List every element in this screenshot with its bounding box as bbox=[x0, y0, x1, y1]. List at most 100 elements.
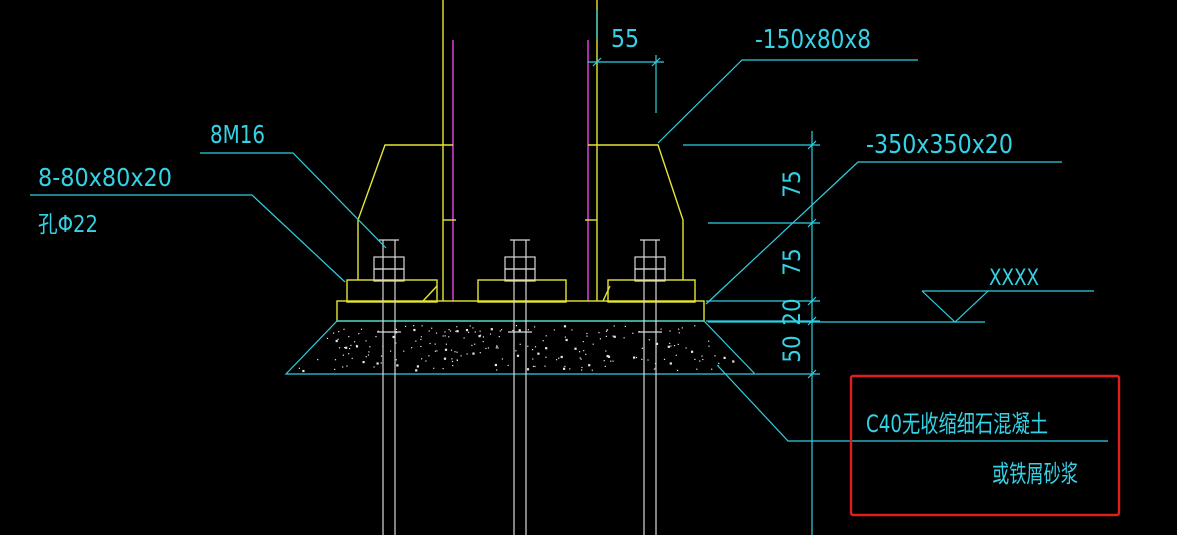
grout-speckle bbox=[501, 329, 503, 331]
grout-note-line1: C40无收缩细石混凝土 bbox=[866, 410, 1048, 438]
grout-note-line2: 或铁屑砂浆 bbox=[992, 460, 1078, 488]
grout-speckle bbox=[454, 351, 456, 353]
grout-speckle bbox=[606, 329, 608, 331]
grout-speckle bbox=[717, 364, 719, 367]
grout-speckle bbox=[610, 360, 612, 362]
grout-speckle bbox=[648, 339, 650, 341]
grout-speckle bbox=[442, 335, 444, 337]
grout-speckle bbox=[605, 350, 607, 352]
grout-speckle bbox=[451, 358, 453, 360]
grout-speckle bbox=[482, 336, 484, 338]
anchor-bolts bbox=[373, 239, 666, 535]
grout-speckle bbox=[512, 329, 514, 332]
grout-speckle bbox=[450, 349, 453, 351]
anchor-bolt-middle bbox=[504, 239, 536, 535]
grout-speckle bbox=[563, 325, 567, 328]
grout-speckle bbox=[612, 335, 614, 337]
grout-speckle bbox=[350, 344, 352, 346]
elevation-marker: XXXX bbox=[708, 266, 1094, 323]
grout-speckle bbox=[553, 329, 555, 331]
grout-speckle bbox=[463, 337, 465, 339]
grout-speckle bbox=[355, 344, 358, 347]
grout-layer bbox=[284, 320, 757, 375]
grout-speckle bbox=[598, 332, 600, 334]
grout-speckle bbox=[434, 343, 436, 345]
grout-speckle bbox=[507, 364, 509, 366]
vertical-dimensions: 75 75 20 50 bbox=[683, 131, 820, 535]
grout-speckle bbox=[612, 360, 614, 362]
grout-speckle bbox=[344, 347, 346, 349]
grout-speckle bbox=[433, 367, 435, 369]
grout-speckle bbox=[556, 359, 558, 361]
elevation-label: XXXX bbox=[989, 266, 1039, 291]
grout-speckle bbox=[604, 365, 606, 367]
grout-speckle bbox=[534, 365, 536, 368]
grout-speckle bbox=[586, 335, 588, 337]
grout-speckle bbox=[641, 358, 643, 360]
grout-speckle bbox=[653, 368, 655, 370]
grout-speckle bbox=[527, 345, 529, 347]
grout-speckle bbox=[403, 350, 405, 352]
grout-speckle bbox=[335, 339, 338, 343]
grout-speckle bbox=[373, 366, 375, 368]
grout-speckle bbox=[515, 350, 517, 352]
base-plate-label: -350x350x20 bbox=[866, 130, 1013, 160]
grout-speckle bbox=[472, 327, 474, 329]
grout-speckle bbox=[368, 351, 370, 353]
grout-speckle bbox=[732, 360, 735, 363]
leader-bolts: 8M16 bbox=[200, 120, 387, 249]
grout-speckle bbox=[499, 330, 501, 332]
grout-speckle bbox=[526, 368, 530, 371]
grout-speckle bbox=[354, 341, 356, 343]
grout-speckle bbox=[564, 336, 566, 338]
grout-speckle bbox=[678, 332, 680, 334]
grout-speckle bbox=[444, 348, 448, 351]
grout-speckle bbox=[485, 347, 487, 350]
grout-speckle bbox=[678, 328, 680, 330]
grout-speckle bbox=[581, 366, 583, 369]
grout-speckle bbox=[496, 369, 498, 371]
grout-speckle bbox=[723, 356, 726, 359]
grout-speckle bbox=[349, 348, 351, 350]
grout-speckle bbox=[696, 368, 698, 370]
grout-speckle bbox=[376, 362, 379, 365]
grout-speckle bbox=[655, 342, 659, 345]
grout-speckle bbox=[404, 325, 407, 327]
grout-speckle bbox=[515, 325, 517, 327]
grout-speckle bbox=[421, 358, 423, 360]
grout-speckle bbox=[545, 335, 547, 337]
grout-speckle bbox=[338, 347, 341, 349]
grout-speckle bbox=[624, 325, 626, 327]
grout-speckle bbox=[342, 354, 344, 356]
grout-speckle bbox=[358, 333, 360, 335]
grout-speckle bbox=[673, 345, 676, 347]
grout-speckle bbox=[456, 351, 458, 353]
column-flanges bbox=[442, 0, 598, 301]
grout-speckle bbox=[667, 345, 670, 348]
grout-speckle bbox=[670, 345, 672, 347]
leader-base-plate: -350x350x20 bbox=[705, 130, 1062, 305]
grout-speckle bbox=[342, 366, 344, 368]
grout-speckle bbox=[647, 359, 649, 361]
grout-speckle bbox=[456, 359, 458, 361]
grout-speckle bbox=[415, 369, 418, 372]
grout-speckle bbox=[365, 340, 367, 342]
grout-speckle bbox=[606, 355, 609, 358]
grout-speckle bbox=[360, 328, 363, 330]
grout-speckle bbox=[681, 327, 683, 329]
grout-speckle bbox=[445, 343, 447, 345]
grout-speckle bbox=[420, 336, 422, 338]
grout-speckle bbox=[613, 335, 616, 338]
grout-speckle bbox=[718, 362, 720, 364]
grout-speckle bbox=[420, 338, 422, 341]
grout-speckle bbox=[469, 325, 471, 327]
grout-speckle bbox=[456, 330, 459, 333]
grout-speckle bbox=[583, 350, 585, 352]
grout-speckle bbox=[669, 362, 672, 365]
dimension-75-top: 75 bbox=[778, 170, 806, 197]
grout-speckle bbox=[560, 355, 563, 359]
hole-label: 孔Φ22 bbox=[38, 212, 98, 238]
grout-speckle bbox=[351, 357, 353, 359]
grout-speckle bbox=[605, 335, 607, 337]
dimension-50: 50 bbox=[778, 335, 806, 362]
